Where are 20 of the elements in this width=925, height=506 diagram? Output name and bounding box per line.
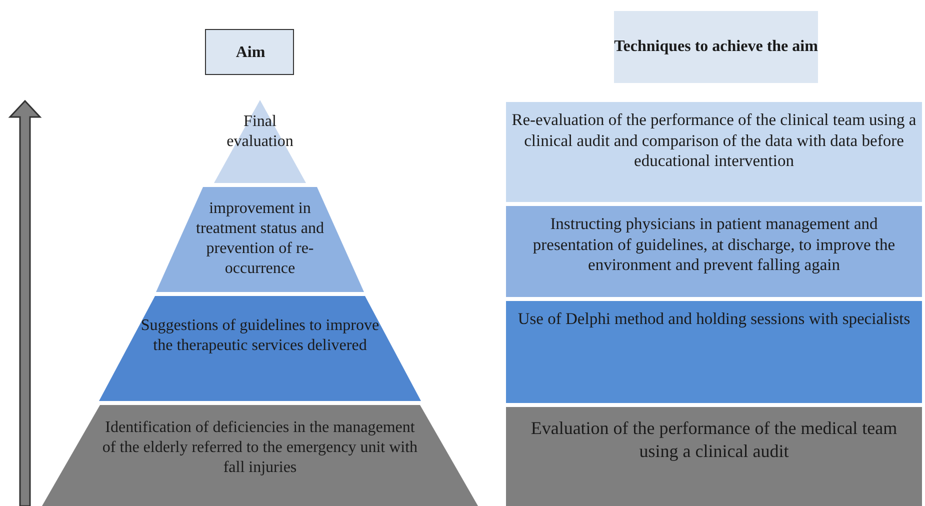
technique-box — [506, 301, 922, 403]
technique-text: Use of Delphi method and holding sessions with specialists — [516, 309, 912, 330]
technique-box — [506, 206, 922, 297]
tier-text: improvement in treatment status and prevention of re-occurrence — [195, 199, 325, 279]
technique-text: Instructing physicians in patient management and presentation of guidelines, at discharge, to improve the environment and prevent falling again — [532, 214, 896, 276]
pyramid-tier — [156, 187, 364, 292]
heading: Aim — [234, 43, 266, 63]
heading-box — [205, 29, 294, 75]
technique-text: Re-evaluation of the performance of the clinical team using a clinical audit and comparison of the data with data before educational intervention — [510, 110, 918, 172]
tier-text: Final evaluation — [226, 112, 294, 152]
pyramid-tier — [42, 405, 478, 506]
pyramid-tier — [214, 100, 306, 183]
heading-box — [614, 11, 818, 83]
tier-text: Suggestions of guidelines to improve the therapeutic services delivered — [140, 316, 380, 356]
technique-box — [506, 102, 922, 202]
pyramid-tier — [99, 296, 421, 401]
tier-text: Identification of deficiencies in the management of the elderly referred to the emergency unit with fall injuries — [102, 418, 418, 478]
heading: Techniques to achieve the aim — [614, 37, 818, 57]
technique-box — [506, 407, 922, 506]
technique-text: Evaluation of the performance of the medical team using a clinical audit — [530, 417, 898, 462]
